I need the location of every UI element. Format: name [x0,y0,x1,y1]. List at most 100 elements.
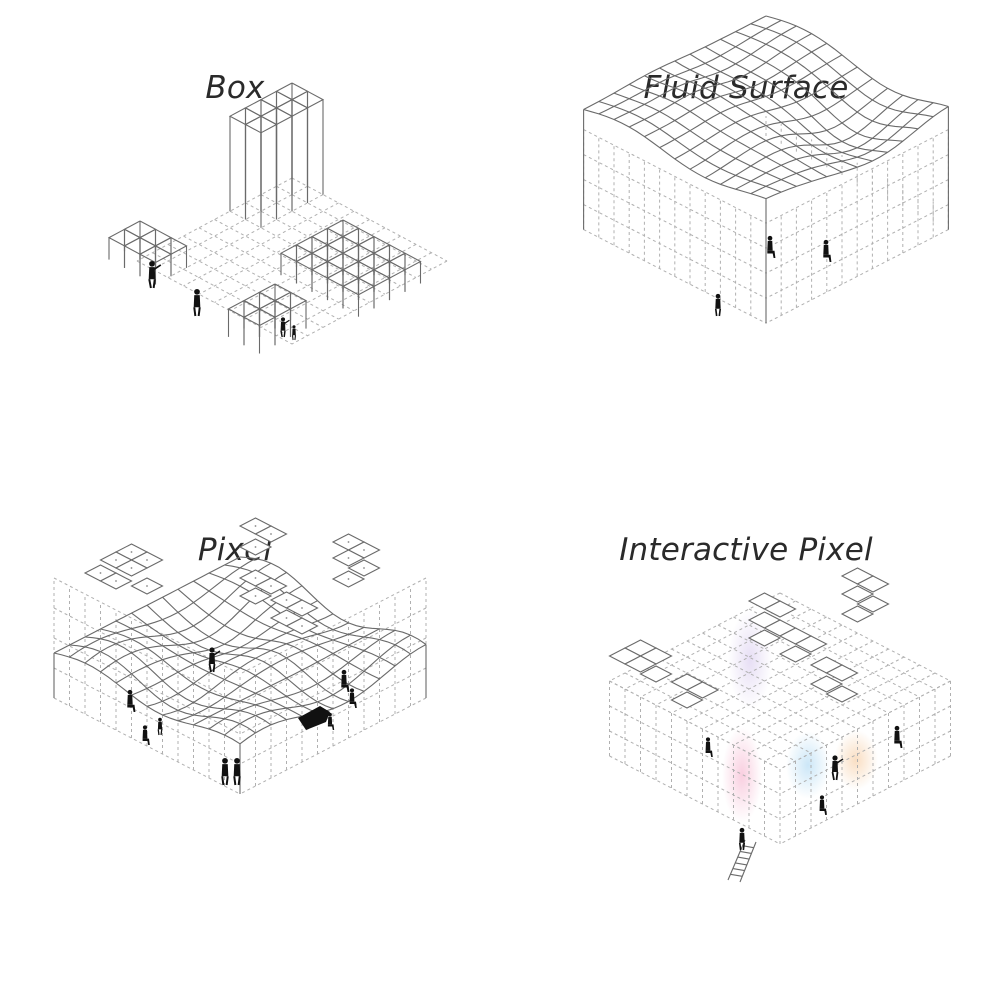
person-head [819,795,825,800]
tile-dot [301,625,303,627]
surface-line [750,102,934,195]
surface-line [765,106,949,200]
volume-line [702,632,874,722]
floor-grid-line [245,202,401,287]
person-legs [738,842,746,851]
tile-dot [347,578,350,580]
tile-dot [254,525,257,527]
surface-line [765,15,949,108]
person-figure [208,647,221,673]
person-figure [714,293,722,317]
person-figure [148,260,162,289]
person-figure [831,755,844,781]
person-torso [823,244,829,255]
volume-line [609,592,781,682]
pixel-tile [747,629,782,647]
person-figure [767,235,776,258]
floor-grid-line [260,243,417,328]
person-legs [142,738,150,745]
volume-line [717,648,889,738]
floor-grid-line [183,235,339,320]
volume-line [239,577,427,675]
surface-line [720,38,903,142]
volume-line [779,755,951,845]
person-arm [213,650,221,656]
surface-line [84,636,272,726]
person-head [222,757,228,764]
floor-grid-line [136,177,293,262]
volume-line [702,640,874,730]
floor-grid-line [198,210,355,295]
person-figure [233,757,241,786]
tile-dot [254,595,257,597]
tile-dot [130,551,133,553]
box-diagram [107,82,448,354]
tile-dot [285,617,288,619]
person-legs [767,250,776,258]
person-head [739,827,745,833]
person-torso [157,721,163,730]
person-legs [157,729,163,736]
ladder-rung [730,873,743,877]
person-head [832,755,838,761]
person-head [158,717,162,722]
floor-grid-line [214,219,370,303]
person-torso [327,716,333,725]
volume-line [609,680,781,770]
person-arm [284,319,290,324]
volume-line [764,672,936,762]
volume-line [609,730,781,820]
ladder-icon [727,839,757,883]
tile-dot [347,557,350,559]
pixel-tile [778,645,813,663]
person-head [209,647,215,653]
person-head [349,688,355,693]
floor-grid-line [167,194,324,279]
tile-dot [254,577,257,579]
volume-line [624,672,796,762]
pixel-tile [856,575,890,593]
person-figure [823,239,832,262]
volume-line [686,640,858,730]
surface-line [583,108,767,200]
person-head [149,260,155,267]
pixel-tile [763,600,797,618]
tile-dot [99,572,102,574]
volume-line [748,664,920,754]
fluid-surface-grid [583,15,949,200]
tile-dot [115,559,117,561]
person-legs [705,750,713,757]
low-box-cluster-front [227,283,308,354]
light-glow-pink [722,727,762,823]
surface-line [704,46,888,153]
volume-line [717,624,889,714]
volume-line [765,129,949,224]
person-arm [153,264,162,270]
surface-line [628,83,812,182]
volume-line [671,648,843,738]
floor-grid-line [198,227,355,312]
person-torso [767,240,773,251]
person-head [142,725,148,730]
surface-line [583,15,767,110]
tile-dot [301,607,303,609]
person-legs [233,776,241,786]
surface-line [644,75,828,178]
person-legs [193,307,201,317]
surface-line [239,644,427,745]
low-box-cluster-left [107,220,188,285]
box-top-frame [242,308,277,327]
pixel-tile [685,681,720,699]
person-head [823,239,829,245]
pixel-tile [856,595,890,613]
tile-dot [363,567,365,569]
panel-title-interactive-pixel: Interactive Pixel [619,532,873,568]
person-head [767,235,773,241]
floor-grid-line [291,177,448,262]
pixel-tile [825,664,859,682]
volume-dashed-frame [583,116,949,324]
person-head [341,669,347,675]
surface-line [53,652,241,745]
person-figure [819,795,827,815]
